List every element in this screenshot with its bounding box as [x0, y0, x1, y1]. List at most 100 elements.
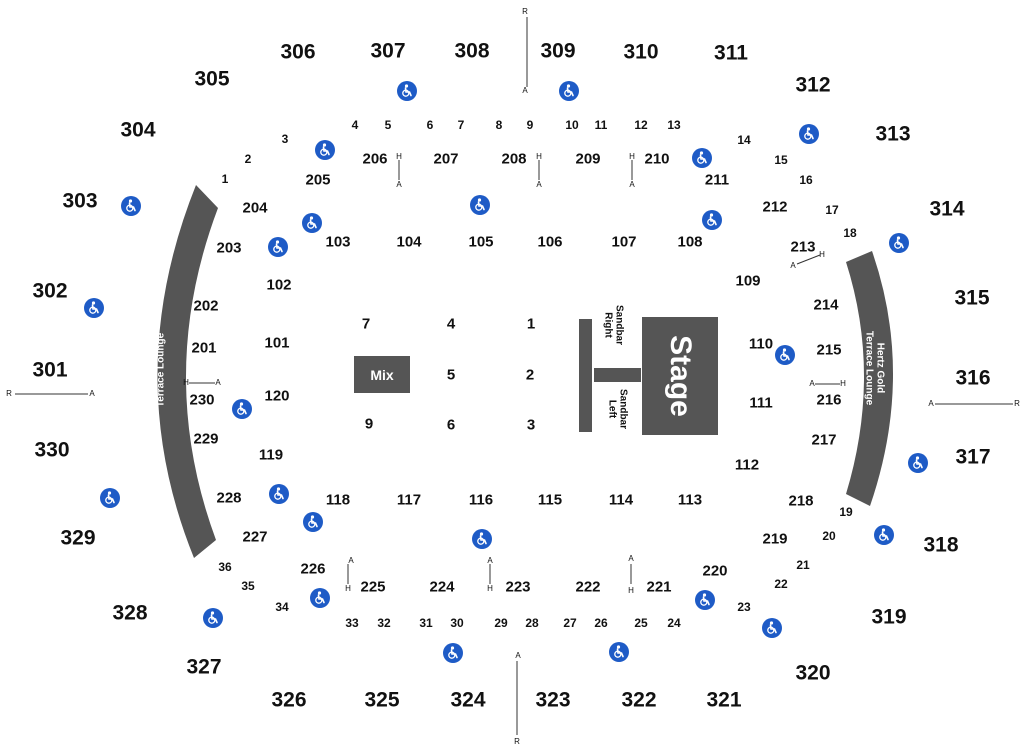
- section-214[interactable]: 214: [813, 296, 839, 314]
- section-103[interactable]: 103: [325, 233, 351, 251]
- suite-19[interactable]: 19: [839, 505, 853, 519]
- suite-33[interactable]: 33: [345, 616, 359, 630]
- section-201[interactable]: 201: [191, 339, 217, 357]
- floor-3[interactable]: 3: [526, 416, 536, 434]
- suite-21[interactable]: 21: [796, 558, 810, 572]
- suite-16[interactable]: 16: [799, 173, 813, 187]
- section-321[interactable]: 321: [706, 688, 742, 712]
- floor-6[interactable]: 6: [446, 416, 456, 434]
- section-223[interactable]: 223: [505, 578, 531, 596]
- section-307[interactable]: 307: [370, 39, 406, 63]
- section-327[interactable]: 327: [186, 655, 222, 679]
- suite-24[interactable]: 24: [667, 616, 681, 630]
- section-315[interactable]: 315: [954, 286, 990, 310]
- section-312[interactable]: 312: [795, 73, 831, 97]
- suite-1[interactable]: 1: [221, 172, 229, 186]
- suite-11[interactable]: 11: [594, 118, 608, 132]
- suite-13[interactable]: 13: [667, 118, 681, 132]
- section-115[interactable]: 115: [537, 491, 563, 509]
- section-213[interactable]: 213: [790, 238, 816, 256]
- section-313[interactable]: 313: [875, 122, 911, 146]
- section-104[interactable]: 104: [396, 233, 422, 251]
- section-205[interactable]: 205: [305, 171, 331, 189]
- section-221[interactable]: 221: [646, 578, 672, 596]
- suite-12[interactable]: 12: [634, 118, 648, 132]
- suite-9[interactable]: 9: [526, 118, 534, 132]
- section-219[interactable]: 219: [762, 530, 788, 548]
- section-328[interactable]: 328: [112, 601, 148, 625]
- suite-30[interactable]: 30: [450, 616, 464, 630]
- section-324[interactable]: 324: [450, 688, 486, 712]
- section-330[interactable]: 330: [34, 438, 70, 462]
- section-225[interactable]: 225: [360, 578, 386, 596]
- section-206[interactable]: 206: [362, 150, 388, 168]
- section-209[interactable]: 209: [575, 150, 601, 168]
- suite-5[interactable]: 5: [384, 118, 392, 132]
- suite-2[interactable]: 2: [244, 152, 252, 166]
- section-309[interactable]: 309: [540, 39, 576, 63]
- section-301[interactable]: 301: [32, 358, 68, 382]
- section-114[interactable]: 114: [608, 491, 634, 509]
- section-116[interactable]: 116: [468, 491, 494, 509]
- suite-8[interactable]: 8: [495, 118, 503, 132]
- suite-22[interactable]: 22: [774, 577, 788, 591]
- section-308[interactable]: 308: [454, 39, 490, 63]
- section-306[interactable]: 306: [280, 40, 316, 64]
- suite-7[interactable]: 7: [457, 118, 465, 132]
- section-118[interactable]: 118: [325, 491, 351, 509]
- section-218[interactable]: 218: [788, 492, 814, 510]
- section-329[interactable]: 329: [60, 526, 96, 550]
- floor-4[interactable]: 4: [446, 315, 456, 333]
- suite-32[interactable]: 32: [377, 616, 391, 630]
- section-317[interactable]: 317: [955, 445, 991, 469]
- section-110[interactable]: 110: [748, 335, 774, 353]
- section-107[interactable]: 107: [611, 233, 637, 251]
- section-303[interactable]: 303: [62, 189, 98, 213]
- section-216[interactable]: 216: [816, 391, 842, 409]
- section-229[interactable]: 229: [193, 430, 219, 448]
- suite-31[interactable]: 31: [419, 616, 433, 630]
- section-228[interactable]: 228: [216, 489, 242, 507]
- suite-15[interactable]: 15: [774, 153, 788, 167]
- section-106[interactable]: 106: [537, 233, 563, 251]
- suite-20[interactable]: 20: [822, 529, 836, 543]
- suite-10[interactable]: 10: [565, 118, 579, 132]
- section-210[interactable]: 210: [644, 150, 670, 168]
- section-302[interactable]: 302: [32, 279, 68, 303]
- section-318[interactable]: 318: [923, 533, 959, 557]
- section-310[interactable]: 310: [623, 40, 659, 64]
- floor-7[interactable]: 7: [361, 315, 371, 333]
- section-207[interactable]: 207: [433, 150, 459, 168]
- section-230[interactable]: 230: [189, 391, 215, 409]
- section-204[interactable]: 204: [242, 199, 268, 217]
- section-325[interactable]: 325: [364, 688, 400, 712]
- section-112[interactable]: 112: [734, 456, 760, 474]
- floor-1[interactable]: 1: [526, 315, 536, 333]
- section-322[interactable]: 322: [621, 688, 657, 712]
- section-311[interactable]: 311: [714, 41, 748, 65]
- section-111[interactable]: 111: [749, 394, 773, 412]
- suite-27[interactable]: 27: [563, 616, 577, 630]
- section-203[interactable]: 203: [216, 239, 242, 257]
- section-120[interactable]: 120: [264, 387, 290, 405]
- suite-4[interactable]: 4: [351, 118, 359, 132]
- suite-34[interactable]: 34: [275, 600, 289, 614]
- section-314[interactable]: 314: [929, 197, 965, 221]
- section-227[interactable]: 227: [242, 528, 268, 546]
- section-101[interactable]: 101: [264, 334, 290, 352]
- section-222[interactable]: 222: [575, 578, 601, 596]
- section-220[interactable]: 220: [702, 562, 728, 580]
- section-217[interactable]: 217: [811, 431, 837, 449]
- section-113[interactable]: 113: [677, 491, 703, 509]
- section-211[interactable]: 211: [704, 171, 730, 189]
- section-105[interactable]: 105: [468, 233, 494, 251]
- section-102[interactable]: 102: [266, 276, 292, 294]
- suite-36[interactable]: 36: [218, 560, 232, 574]
- suite-29[interactable]: 29: [494, 616, 508, 630]
- section-215[interactable]: 215: [816, 341, 842, 359]
- section-319[interactable]: 319: [871, 605, 907, 629]
- section-117[interactable]: 117: [396, 491, 422, 509]
- section-226[interactable]: 226: [300, 560, 326, 578]
- floor-2[interactable]: 2: [525, 366, 535, 384]
- section-212[interactable]: 212: [762, 198, 788, 216]
